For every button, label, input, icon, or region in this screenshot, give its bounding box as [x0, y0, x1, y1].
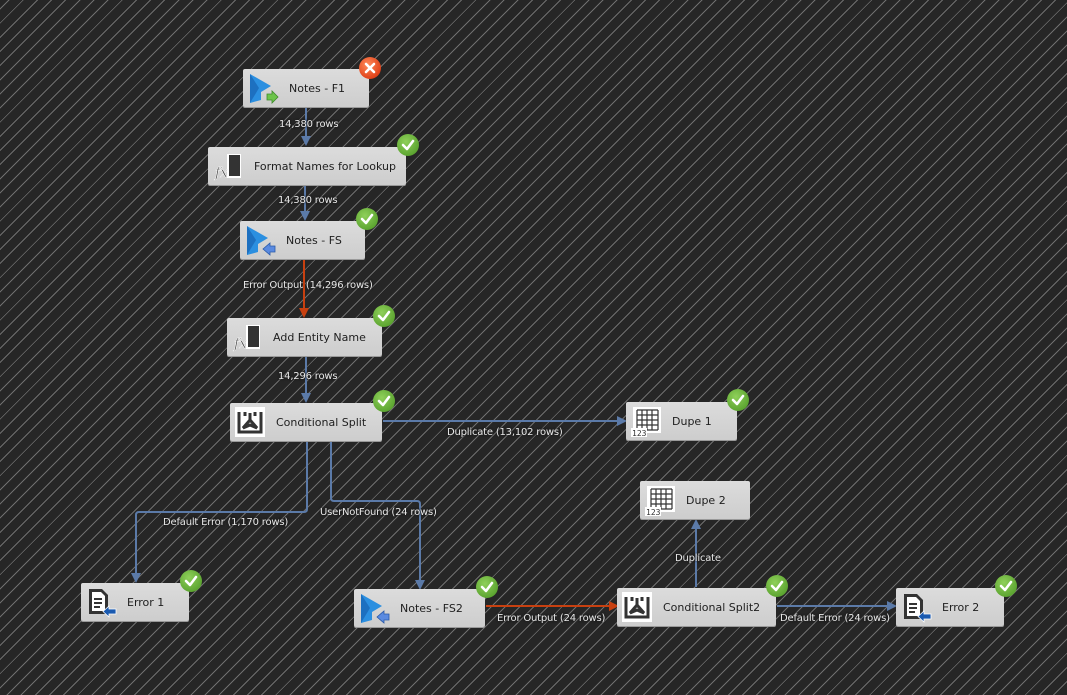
- svg-text:fx: fx: [214, 165, 228, 181]
- component-label: Add Entity Name: [273, 330, 366, 344]
- component-format-names[interactable]: fx Format Names for Lookup: [208, 147, 406, 185]
- svg-text:123: 123: [632, 429, 647, 437]
- component-dupe-1[interactable]: 123 Dupe 1: [626, 402, 737, 440]
- path-label: 14,380 rows: [278, 195, 338, 206]
- crm-destination-icon: [247, 226, 276, 256]
- crm-destination-icon: [361, 594, 390, 624]
- path-label: Default Error (1,170 rows): [163, 517, 289, 528]
- status-success-icon: [373, 305, 395, 327]
- status-success-icon: [995, 575, 1017, 597]
- path-conditional-split-to-error-1[interactable]: [131, 442, 308, 583]
- component-notes-fs[interactable]: Notes - FS: [240, 221, 365, 259]
- flat-file-destination-icon: [904, 594, 932, 623]
- status-success-icon: [766, 575, 788, 597]
- component-label: Notes - FS: [286, 233, 342, 247]
- path-label: Error Output (14,296 rows): [243, 280, 373, 291]
- component-label: Notes - F1: [289, 81, 346, 95]
- path-label: Duplicate: [675, 553, 721, 564]
- component-conditional-split[interactable]: Conditional Split: [230, 403, 382, 441]
- path-label: 14,380 rows: [279, 119, 339, 130]
- component-conditional-split2[interactable]: Conditional Split2: [617, 588, 776, 626]
- component-label: Notes - FS2: [400, 601, 463, 615]
- component-label: Dupe 1: [672, 414, 712, 428]
- status-error-icon: [359, 57, 381, 79]
- component-label: Conditional Split: [276, 415, 367, 429]
- path-label: Error Output (24 rows): [497, 613, 606, 624]
- status-success-icon: [180, 570, 202, 592]
- path-label: Duplicate (13,102 rows): [447, 427, 563, 438]
- component-label: Error 1: [127, 595, 165, 609]
- svg-text:fx: fx: [233, 336, 247, 352]
- component-notes-fs2[interactable]: Notes - FS2: [354, 589, 485, 627]
- status-success-icon: [356, 208, 378, 230]
- flat-file-destination-icon: [89, 589, 117, 618]
- component-label: Error 2: [942, 600, 980, 614]
- status-success-icon: [476, 576, 498, 598]
- path-label: UserNotFound (24 rows): [320, 507, 437, 518]
- component-label: Dupe 2: [686, 493, 726, 507]
- row-count-icon: 123: [645, 486, 675, 516]
- row-count-icon: 123: [631, 407, 661, 437]
- conditional-split-icon: [235, 407, 265, 437]
- status-success-icon: [373, 390, 395, 412]
- component-error-2[interactable]: Error 2: [896, 588, 1004, 626]
- component-error-1[interactable]: Error 1: [81, 583, 189, 621]
- component-label: Format Names for Lookup: [254, 159, 396, 173]
- status-success-icon: [727, 389, 749, 411]
- component-notes-f1[interactable]: Notes - F1: [243, 69, 369, 107]
- derived-column-icon: fx: [233, 325, 260, 352]
- path-label: 14,296 rows: [278, 371, 338, 382]
- component-dupe-2[interactable]: 123 Dupe 2: [640, 481, 750, 519]
- component-label: Conditional Split2: [663, 600, 761, 614]
- derived-column-icon: fx: [214, 154, 241, 181]
- conditional-split-icon: [622, 592, 652, 622]
- component-add-entity-name[interactable]: fx Add Entity Name: [227, 318, 382, 356]
- path-label: Default Error (24 rows): [780, 613, 890, 624]
- crm-source-icon: [250, 74, 279, 104]
- svg-text:123: 123: [646, 508, 661, 516]
- status-success-icon: [397, 134, 419, 156]
